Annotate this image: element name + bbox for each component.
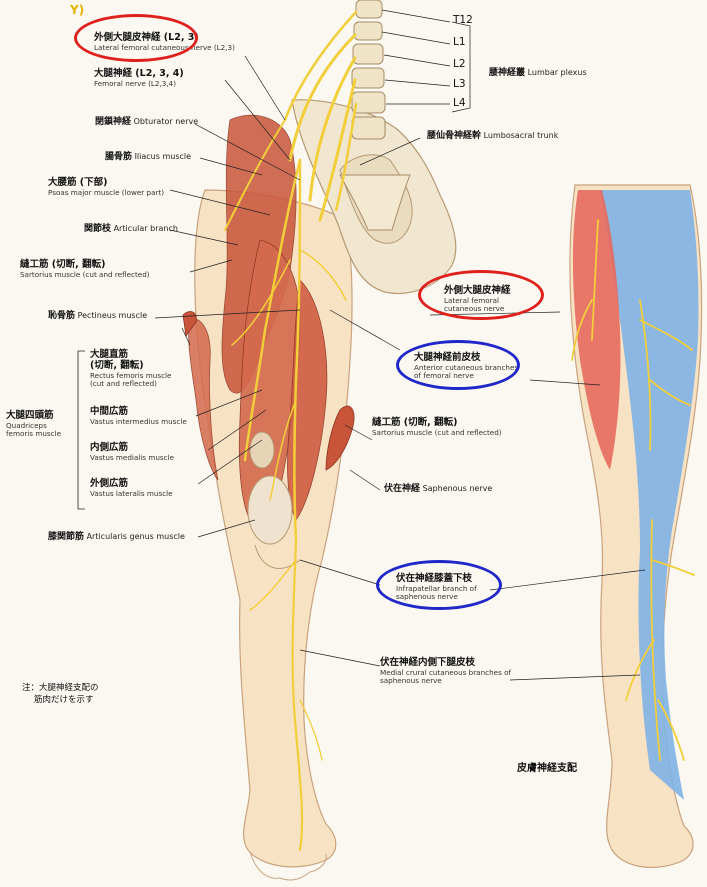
leader-lines [154, 9, 646, 681]
nerves [224, 10, 358, 852]
label-vastus-intermedius: 中間広筋 Vastus intermedius muscle [90, 406, 187, 426]
highlight-ring-lfcn-right [418, 270, 544, 320]
label-femoral-nerve: 大腿神経 (L2, 3, 4) Femoral nerve (L2,3,4) [94, 68, 184, 88]
label-quadriceps: 大腿四頭筋 Quadriceps femoris muscle [6, 410, 62, 439]
label-iliacus: 腸骨筋 Iliacus muscle [105, 152, 192, 162]
label-lumbar-plexus: 腰神経叢 Lumbar plexus [489, 68, 587, 78]
vertebra-l2: L2 [453, 58, 466, 70]
vertebra-l3: L3 [453, 78, 466, 90]
vertebra-l4: L4 [453, 97, 466, 109]
label-articularis-genus: 膝関節筋 Articularis genus muscle [48, 532, 185, 542]
label-vastus-medialis: 内側広筋 Vastus medialis muscle [90, 442, 174, 462]
vertebra-l1: L1 [453, 36, 466, 48]
right-leg [569, 184, 703, 869]
pelvis-and-spine [291, 0, 457, 295]
label-sartorius-left: 縫工筋 (切断, 翻転) Sartorius muscle (cut and r… [20, 259, 150, 279]
highlight-ring-anterior-cutaneous [396, 340, 520, 390]
label-articular-branch: 関節枝 Articular branch [84, 224, 178, 234]
quadriceps-bracket [77, 350, 85, 510]
footnote: 注：大腿神経支配の 筋肉だけを示す [22, 683, 99, 705]
label-sartorius-right: 縫工筋 (切断, 翻転) Sartorius muscle (cut and r… [372, 417, 502, 437]
highlight-ring-infrapatellar [376, 560, 502, 610]
label-obturator-nerve: 閉鎖神経 Obturator nerve [95, 117, 199, 127]
highlight-ring-lfcn-top [74, 14, 198, 62]
label-vastus-lateralis: 外側広筋 Vastus lateralis muscle [90, 478, 173, 498]
label-pectineus: 恥骨筋 Pectineus muscle [48, 311, 148, 321]
label-rectus-femoris: 大腿直筋 (切断, 翻転) Rectus femoris muscle (cut… [90, 349, 172, 389]
label-saphenous-nerve: 伏在神経 Saphenous nerve [384, 484, 493, 494]
label-psoas: 大腰筋 (下部) Psoas major muscle (lower part) [48, 177, 165, 197]
cutaneous-innervation-title: 皮膚神経支配 [517, 763, 577, 774]
label-lumbosacral-trunk: 腰仙骨神経幹 Lumbosacral trunk [427, 131, 559, 141]
corner-mark: Y) [70, 3, 85, 17]
vertebra-t12: T12 [453, 14, 473, 26]
label-medial-crural: 伏在神経内側下腿皮枝 Medial crural cutaneous branc… [380, 657, 512, 686]
